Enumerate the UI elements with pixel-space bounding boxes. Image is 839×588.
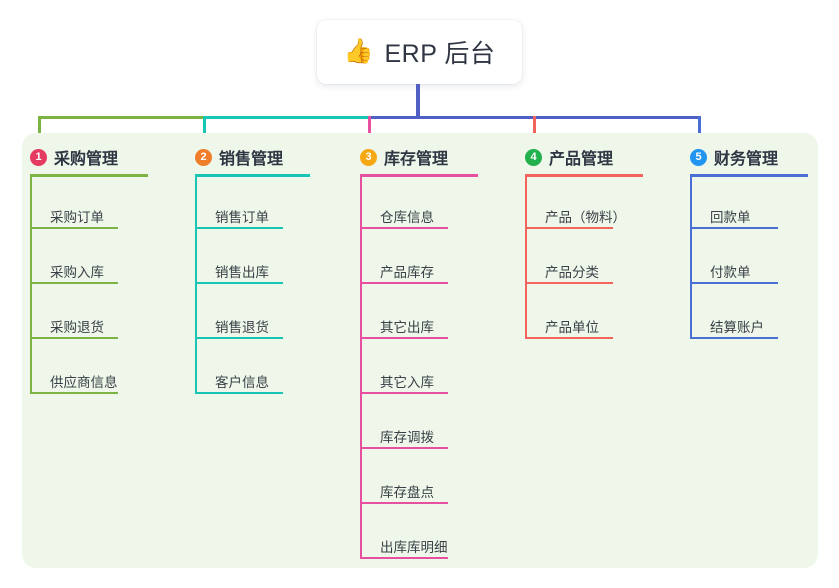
branch-header-2[interactable]: 2 销售管理 — [195, 145, 283, 169]
branch-title-3: 库存管理 — [384, 151, 449, 168]
connector-drop-3 — [368, 116, 371, 135]
leaf-item-label: 供应商信息 — [50, 375, 118, 390]
branch-spine-4 — [525, 174, 527, 339]
leaf-item-label: 销售退货 — [215, 320, 269, 335]
branch-title-2: 销售管理 — [219, 151, 284, 168]
connector-drop-5 — [698, 116, 701, 135]
leaf-item-rule — [30, 392, 118, 394]
connector-bar-segment-1 — [38, 116, 206, 119]
connector-drop-1 — [38, 116, 41, 135]
leaf-item-rule — [360, 337, 448, 339]
root-trunk-line — [416, 84, 420, 119]
leaf-item-rule — [195, 227, 283, 229]
leaf-item-rule — [360, 282, 448, 284]
leaf-item-label: 采购订单 — [50, 210, 104, 225]
leaf-item-rule — [690, 227, 778, 229]
connector-bar-segment-3 — [368, 116, 536, 119]
branch-header-rule-3 — [360, 174, 478, 177]
branch-number-badge-5: 5 — [690, 148, 707, 166]
leaf-item-label: 采购退货 — [50, 320, 104, 335]
leaf-item-label: 其它出库 — [380, 320, 434, 335]
leaf-item-rule — [360, 447, 448, 449]
leaf-item-rule — [195, 337, 283, 339]
leaf-item-rule — [690, 337, 778, 339]
connector-drop-4 — [533, 116, 536, 135]
thumbs-up-icon: 👍 — [343, 38, 374, 65]
leaf-item-label: 仓库信息 — [380, 210, 434, 225]
leaf-item-label: 销售出库 — [215, 265, 269, 280]
leaf-item-rule — [525, 227, 613, 229]
branch-number-badge-2: 2 — [195, 148, 212, 166]
leaf-item-label: 销售订单 — [215, 210, 269, 225]
leaf-item-label: 其它入库 — [380, 375, 434, 390]
leaf-item-label: 结算账户 — [710, 320, 764, 335]
root-node[interactable]: 👍 ERP 后台 — [317, 20, 522, 84]
connector-drop-2 — [203, 116, 206, 135]
root-title: ERP 后台 — [384, 40, 496, 68]
leaf-item-label: 付款单 — [710, 265, 751, 280]
leaf-item-label: 客户信息 — [215, 375, 269, 390]
branch-number-badge-3: 3 — [360, 148, 377, 166]
leaf-item-rule — [30, 337, 118, 339]
leaf-item-label: 出库库明细 — [380, 540, 448, 555]
connector-bar-segment-4 — [533, 116, 701, 119]
leaf-item-rule — [525, 282, 613, 284]
branch-header-3[interactable]: 3 库存管理 — [360, 145, 448, 169]
branch-spine-5 — [690, 174, 692, 339]
branch-number-badge-4: 4 — [525, 148, 542, 166]
leaf-item-rule — [525, 337, 613, 339]
leaf-item-label: 产品（物料） — [545, 210, 626, 225]
branch-title-4: 产品管理 — [549, 151, 614, 168]
branch-title-1: 采购管理 — [54, 151, 119, 168]
branch-spine-3 — [360, 174, 362, 559]
leaf-item-rule — [360, 227, 448, 229]
branch-header-rule-2 — [195, 174, 310, 177]
leaf-item-label: 库存盘点 — [380, 485, 434, 500]
leaf-item-rule — [360, 502, 448, 504]
leaf-item-label: 库存调拨 — [380, 430, 434, 445]
leaf-item-rule — [195, 392, 283, 394]
branch-header-rule-4 — [525, 174, 643, 177]
leaf-item-rule — [30, 282, 118, 284]
leaf-item-label: 采购入库 — [50, 265, 104, 280]
leaf-item-rule — [30, 227, 118, 229]
leaf-item-label: 产品分类 — [545, 265, 599, 280]
branch-spine-1 — [30, 174, 32, 394]
connector-bar-segment-2 — [203, 116, 371, 119]
leaf-item-rule — [360, 392, 448, 394]
leaf-item-label: 产品库存 — [380, 265, 434, 280]
leaf-item-rule — [195, 282, 283, 284]
branch-header-rule-5 — [690, 174, 808, 177]
branch-title-5: 财务管理 — [714, 151, 779, 168]
leaf-item-rule — [360, 557, 448, 559]
leaf-item-label: 回款单 — [710, 210, 751, 225]
branch-header-4[interactable]: 4 产品管理 — [525, 145, 613, 169]
leaf-item-label: 产品单位 — [545, 320, 599, 335]
branch-header-1[interactable]: 1 采购管理 — [30, 145, 118, 169]
branch-header-5[interactable]: 5 财务管理 — [690, 145, 778, 169]
leaf-item-rule — [690, 282, 778, 284]
branch-spine-2 — [195, 174, 197, 394]
branch-number-badge-1: 1 — [30, 148, 47, 166]
branch-header-rule-1 — [30, 174, 148, 177]
branches-panel: 1 采购管理采购订单采购入库采购退货供应商信息 2 销售管理销售订单销售出库销售退货客… — [22, 133, 818, 568]
